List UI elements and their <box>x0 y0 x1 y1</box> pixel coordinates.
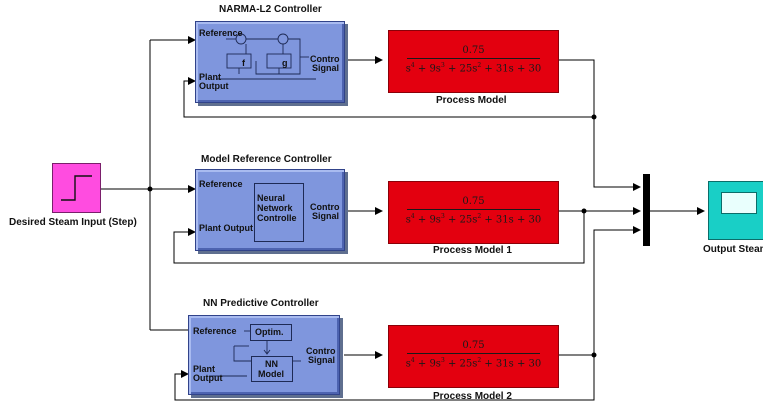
nnp-internal-diagram <box>209 330 301 377</box>
narma-port-reference: Reference <box>199 28 243 38</box>
mrc-nn-line1: Neural <box>257 193 286 203</box>
step-source-label: Desired Steam Input (Step) <box>9 217 137 228</box>
output-scope-block[interactable] <box>708 181 763 240</box>
mrc-controller-title: Model Reference Controller <box>201 154 332 165</box>
process-model-2-denominator: s4 + 9s3 + 25s2 + 31s + 30 <box>405 357 542 370</box>
junction-feedback-0 <box>591 114 597 120</box>
fraction-bar <box>407 353 540 354</box>
mrc-port-reference: Reference <box>199 179 243 189</box>
wire-feedback-0 <box>183 77 594 118</box>
process-model-2-label: Process Model 2 <box>433 391 512 402</box>
wire-feedback-2 <box>174 355 595 401</box>
nnp-port-plant: Plant <box>193 364 216 374</box>
narma-controller-block[interactable]: f g Reference Plant Output Contro Signal <box>195 21 345 103</box>
narma-port-plant: Plant <box>199 72 222 82</box>
process-model-denominator: s4 + 9s3 + 25s2 + 31s + 30 <box>405 62 542 75</box>
fraction-bar <box>407 58 540 59</box>
narma-port-control-2: Signal <box>312 63 340 73</box>
nnp-port-control-2: Signal <box>308 355 336 365</box>
process-model-1-numerator: 0.75 <box>462 196 485 207</box>
wire-process2-out <box>558 226 641 356</box>
nnp-controller-title: NN Predictive Controller <box>203 298 319 309</box>
scope-screen-icon <box>721 192 757 214</box>
nnp-port-output: Output <box>193 373 223 383</box>
process-model-block[interactable]: 0.75 s4 + 9s3 + 25s2 + 31s + 30 <box>388 30 559 93</box>
narma-f-box-label: f <box>242 58 245 68</box>
junction-feedback-2 <box>591 352 597 358</box>
mrc-neural-network-box: Neural Network Controlle <box>254 183 304 242</box>
junction-source-mid <box>147 186 153 192</box>
nnp-optim-label: Optim. <box>255 327 284 337</box>
process-model-1-label: Process Model 1 <box>433 245 512 256</box>
mrc-controller-block[interactable]: Neural Network Controlle Reference Plant… <box>195 169 345 251</box>
nnp-nn-model-box: NN Model <box>251 356 293 382</box>
process-model-numerator: 0.75 <box>462 45 485 56</box>
narma-controller-title: NARMA-L2 Controller <box>219 4 322 15</box>
fraction-bar <box>407 209 540 210</box>
process-model-2-numerator: 0.75 <box>462 340 485 351</box>
step-source-block[interactable] <box>52 163 101 213</box>
narma-port-output: Output <box>199 81 229 91</box>
mrc-nn-line3: Controlle <box>257 213 297 223</box>
nnp-nn-model-line1: NN <box>265 359 278 369</box>
nnp-port-control-1: Contro <box>306 346 336 356</box>
narma-internal-diagram <box>216 33 316 80</box>
nnp-optim-box: Optim. <box>250 324 292 341</box>
mux-block[interactable] <box>643 174 650 246</box>
step-icon <box>61 175 92 201</box>
nnp-port-reference: Reference <box>193 326 237 336</box>
mrc-port-plant-output: Plant Output <box>199 223 253 233</box>
mrc-nn-line2: Network <box>257 203 293 213</box>
junction-feedback-1 <box>581 208 587 214</box>
process-model-1-denominator: s4 + 9s3 + 25s2 + 31s + 30 <box>405 213 542 226</box>
narma-port-control-1: Contro <box>310 54 340 64</box>
wire-process0-out <box>558 59 641 191</box>
process-model-label: Process Model <box>436 95 507 106</box>
wire-feedback-1 <box>173 211 585 264</box>
mrc-port-control-2: Signal <box>312 211 340 221</box>
nnp-nn-model-line2: Model <box>258 369 284 379</box>
output-scope-label: Output Steam <box>703 244 763 255</box>
mrc-port-control-1: Contro <box>310 202 340 212</box>
process-model-1-block[interactable]: 0.75 s4 + 9s3 + 25s2 + 31s + 30 <box>388 181 559 244</box>
process-model-2-block[interactable]: 0.75 s4 + 9s3 + 25s2 + 31s + 30 <box>388 325 559 388</box>
narma-g-box-label: g <box>282 58 288 68</box>
nnp-controller-block[interactable]: Optim. NN Model Reference Plant Output C… <box>188 315 340 395</box>
